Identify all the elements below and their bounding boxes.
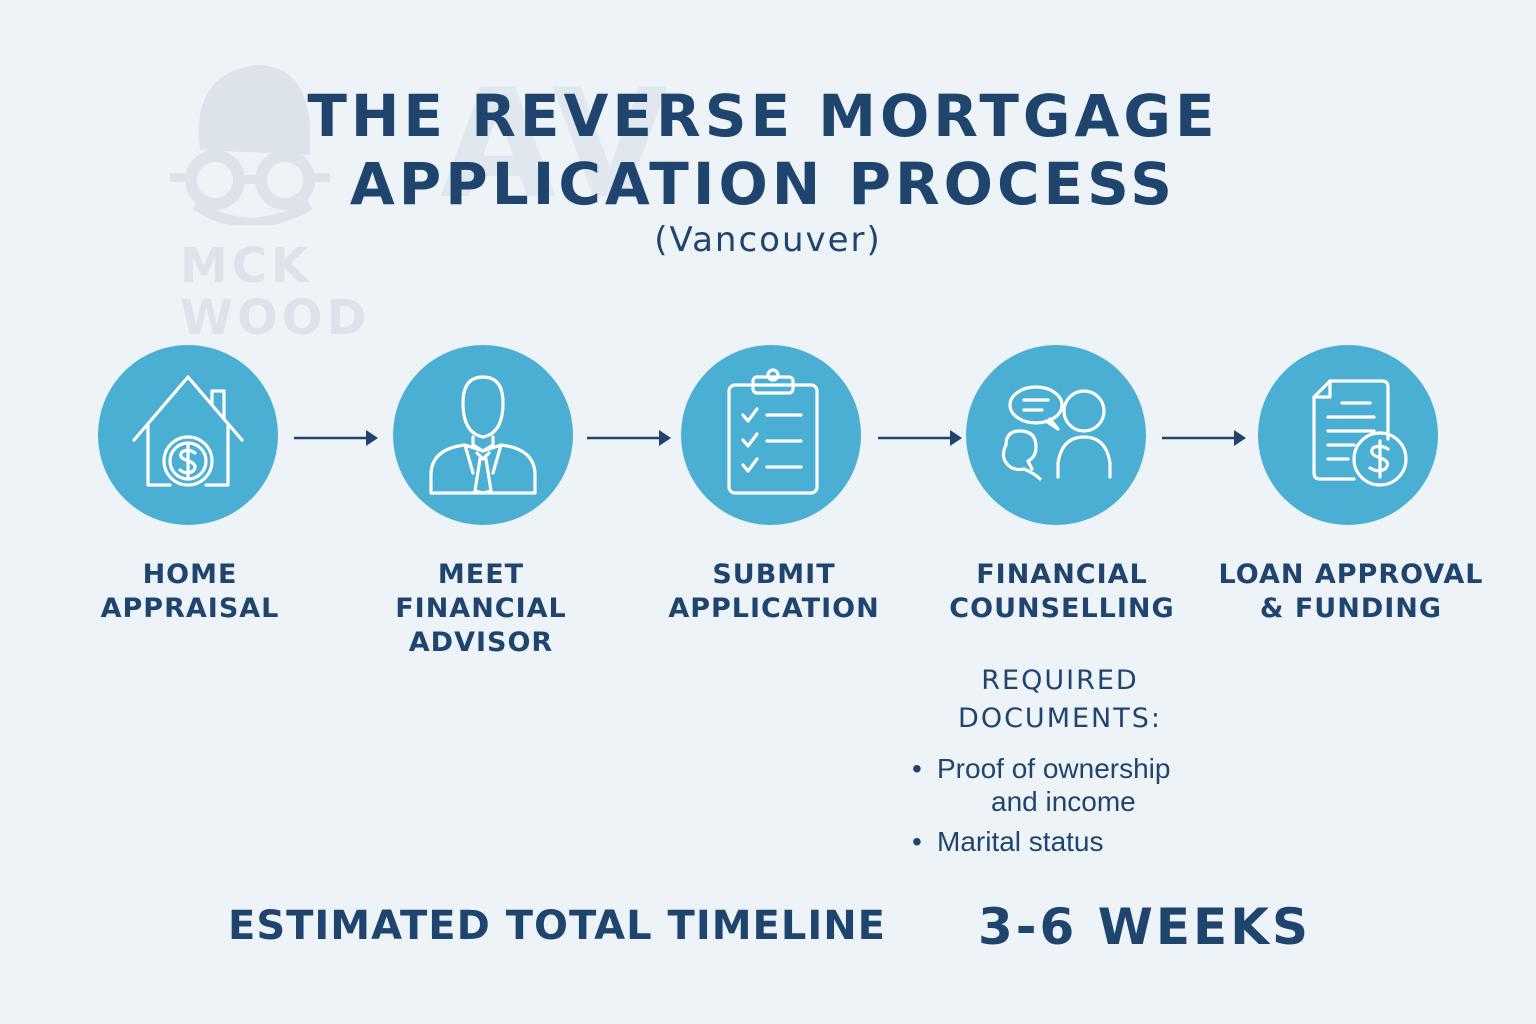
step-2-label: MEET FINANCIAL ADVISOR — [336, 558, 626, 660]
required-documents-heading-line1: REQUIRED — [981, 665, 1139, 696]
list-item: • Marital status — [910, 825, 1230, 858]
house-dollar-icon — [132, 375, 244, 487]
step-2-circle — [393, 345, 573, 525]
step-4-label-line2: COUNSELLING — [949, 593, 1175, 624]
required-documents-heading: REQUIRED DOCUMENTS: — [920, 662, 1200, 738]
step-1-label-line2: APPRAISAL — [100, 593, 280, 624]
step-1-circle — [98, 345, 278, 525]
watermark-line2: WOOD — [180, 290, 371, 346]
watermark-logo: MCK WOOD — [160, 55, 400, 345]
arrow-3-icon — [878, 430, 962, 446]
step-5-label-line2: & FUNDING — [1259, 593, 1443, 624]
bullet-icon: • — [912, 753, 922, 784]
title-line1: THE REVERSE MORTGAGE — [307, 82, 1219, 150]
step-3-circle — [681, 345, 861, 525]
list-item: • Proof of ownership and income — [910, 752, 1230, 818]
step-1-label: HOME APPRAISAL — [45, 558, 335, 626]
step-1-label-line1: HOME — [142, 559, 238, 590]
page-subtitle: (Vancouver) — [654, 220, 882, 260]
page-title: THE REVERSE MORTGAGE APPLICATION PROCESS — [0, 82, 1536, 218]
step-2-label-line2: FINANCIAL — [395, 593, 567, 624]
step-5-label: LOAN APPROVAL & FUNDING — [1206, 558, 1496, 626]
watermark-face-icon — [170, 65, 330, 225]
step-2-label-line3: ADVISOR — [408, 627, 554, 658]
arrow-4-icon — [1162, 430, 1246, 446]
counselling-chat-icon — [1001, 385, 1112, 481]
step-3-label-line1: SUBMIT — [712, 559, 836, 590]
watermark-right-text: AV — [440, 58, 674, 232]
clipboard-checklist-icon — [727, 368, 819, 495]
required-documents-heading-line2: DOCUMENTS: — [958, 703, 1162, 734]
title-line2: APPLICATION PROCESS — [349, 150, 1177, 218]
doc-item-1-line1: Proof of ownership — [937, 753, 1171, 784]
document-dollar-icon — [1312, 379, 1408, 487]
step-4-circle — [966, 345, 1146, 525]
step-4-label-line1: FINANCIAL — [976, 559, 1148, 590]
step-5-circle — [1258, 345, 1438, 525]
step-5-label-line1: LOAN APPROVAL — [1218, 559, 1484, 590]
arrow-1-icon — [294, 430, 378, 446]
bullet-icon: • — [912, 826, 922, 857]
step-4-label: FINANCIAL COUNSELLING — [917, 558, 1207, 626]
timeline-label: ESTIMATED TOTAL TIMELINE — [228, 903, 887, 949]
step-3-label: SUBMIT APPLICATION — [629, 558, 919, 626]
doc-item-2-line1: Marital status — [937, 826, 1104, 857]
required-documents-list: • Proof of ownership and income • Marita… — [910, 752, 1230, 865]
watermark-line1: MCK — [180, 238, 313, 294]
advisor-person-icon — [429, 375, 537, 495]
step-3-label-line2: APPLICATION — [668, 593, 880, 624]
step-2-label-line1: MEET — [437, 559, 525, 590]
doc-item-1-line2: and income — [991, 786, 1136, 817]
arrow-2-icon — [587, 430, 671, 446]
timeline-value: 3-6 WEEKS — [978, 898, 1311, 956]
